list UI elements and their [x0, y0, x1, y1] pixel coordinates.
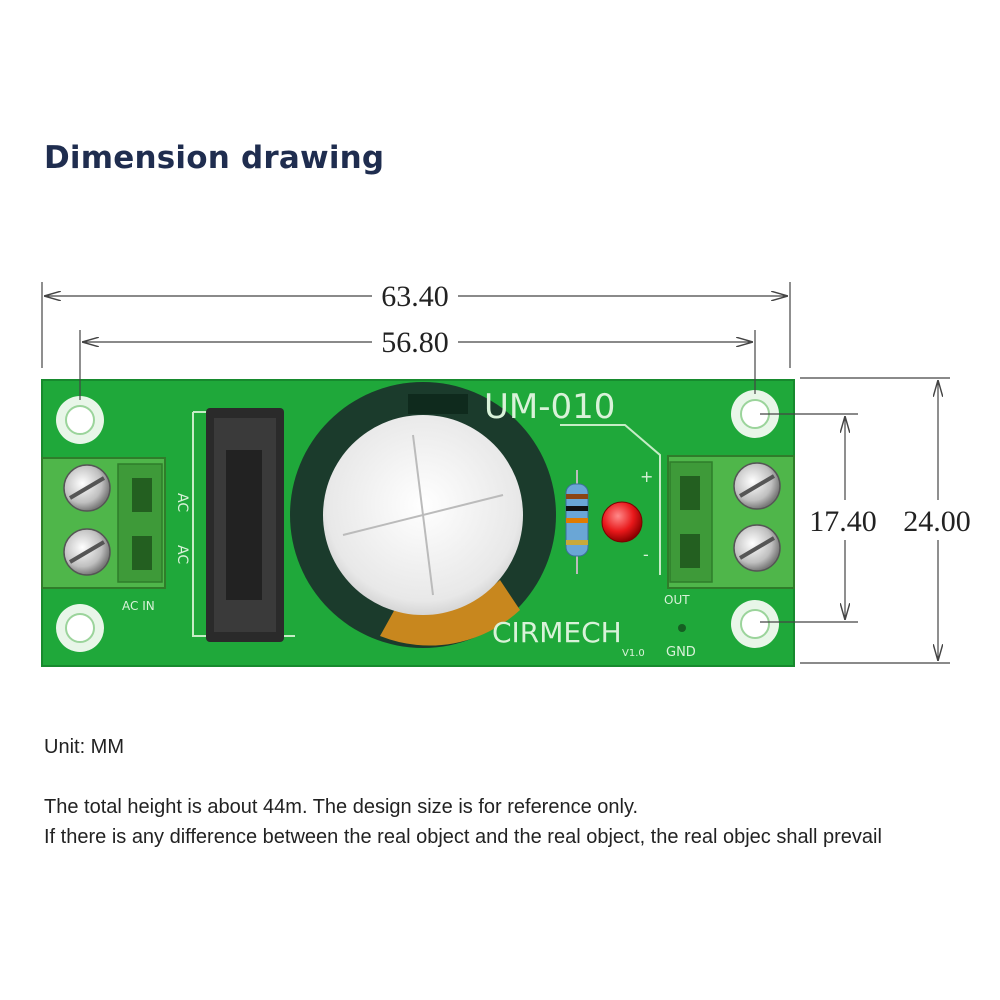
mounting-hole-top-left: [56, 396, 104, 444]
mounting-hole-top-right: [731, 390, 779, 438]
overall-length-label: 63.40: [381, 280, 449, 313]
plus-label: +: [640, 467, 653, 486]
brand-label: CIRMECH: [492, 616, 622, 649]
gnd-label: GND: [666, 645, 696, 660]
input-terminal-block: [41, 457, 166, 589]
out-label: OUT: [664, 593, 690, 607]
led: [601, 501, 643, 543]
height-note: The total height is about 44m. The desig…: [44, 796, 639, 818]
ac-label-1: AC: [174, 493, 190, 512]
mounting-hole-bottom-right: [731, 600, 779, 648]
hole-spacing-width-label: 17.40: [809, 505, 877, 538]
unit-note: Unit: MM: [44, 736, 124, 758]
page-title: Dimension drawing: [44, 140, 385, 176]
notes: Unit: MM The total height is about 44m. …: [44, 732, 964, 852]
mounting-hole-bottom-left: [56, 604, 104, 652]
overall-width-label: 24.00: [903, 505, 971, 538]
bridge-rectifier: [206, 408, 284, 642]
model-label: UM-010: [484, 387, 615, 427]
disclaimer-note: If there is any difference between the r…: [44, 826, 882, 848]
pcb-board: AC AC AC IN: [41, 379, 795, 667]
dimension-lines: [41, 282, 950, 664]
ac-label-2: AC: [174, 545, 190, 564]
hole-spacing-length-label: 56.80: [381, 326, 449, 359]
electrolytic-capacitor: [290, 382, 556, 648]
ac-in-label: AC IN: [122, 599, 155, 613]
version-label: V1.0: [622, 648, 645, 659]
resistor: [565, 470, 589, 574]
output-terminal-block: [667, 455, 795, 589]
minus-label: -: [643, 545, 649, 564]
